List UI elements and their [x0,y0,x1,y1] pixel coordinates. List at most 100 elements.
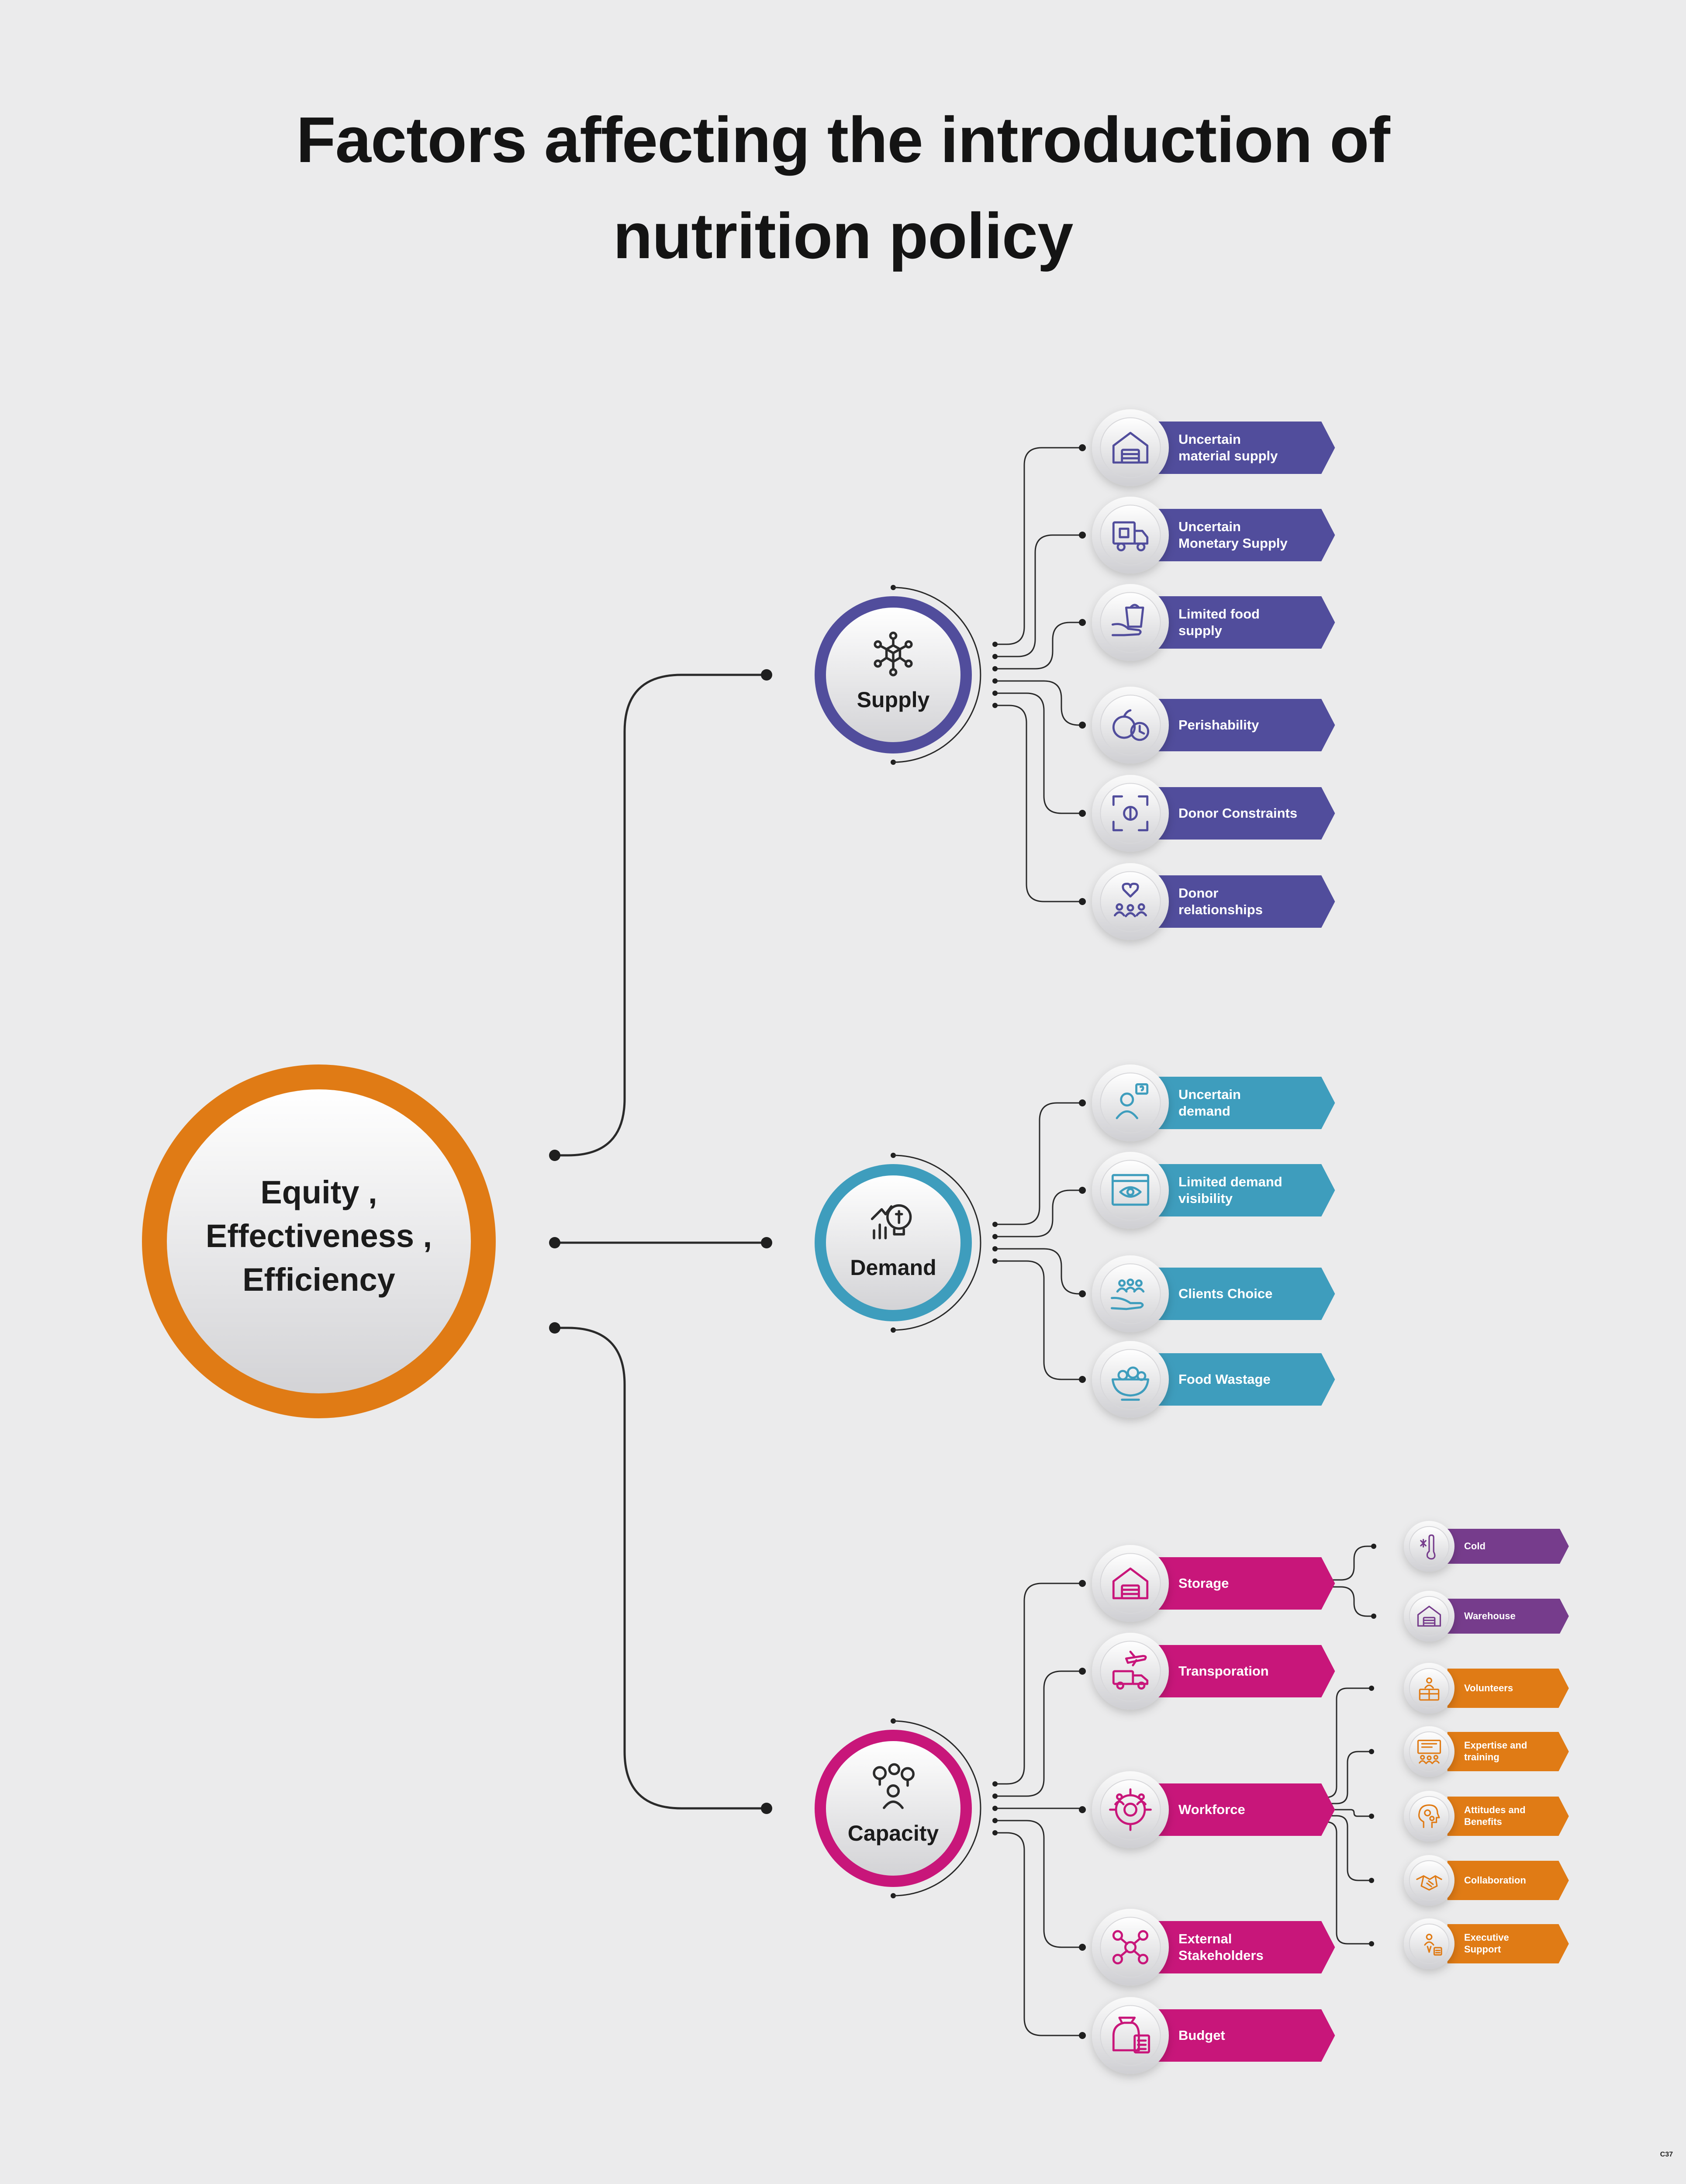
connector-transporation [995,1670,1082,1797]
workforce-connector-end-dot-collaboration [1369,1878,1374,1883]
demand-item-food-wastage-label: Food Wastage [1178,1353,1321,1406]
supply-item-uncertain-material-supply-label-line-1: Uncertain [1178,432,1241,447]
demand-item-clients-choice-label-line-1: Clients Choice [1178,1286,1273,1302]
workforce-sub-collaboration-badge-inner [1409,1860,1450,1901]
connector-start-dot-limited-demand-visibility [992,1234,998,1239]
connector-perishability [995,680,1082,726]
hand-grocery-bag-icon [1111,604,1144,636]
workforce-sub-expertise-and-training-ribbon [1447,1732,1569,1771]
trunk-end-dot-supply [761,669,772,681]
supply-item-donor-relationships-ribbon [1158,875,1335,928]
center-hub-label: Equity , Effectiveness , Efficiency [166,1171,472,1302]
diagram-nodes [142,409,1569,2074]
workforce-sub-executive-support-badge-inner [1409,1923,1450,1964]
center-hub-line-1: Equity , [260,1174,377,1210]
heart-people-icon [1113,882,1147,917]
trunk-start-dot-capacity [549,1322,560,1334]
workforce-sub-collaboration-ribbon [1447,1861,1569,1900]
connector-lines [549,444,1376,2039]
connector-external-stakeholders [995,1820,1082,1948]
workforce-sub-volunteers-label-line-1: Volunteers [1464,1682,1513,1693]
workforce-sub-collaboration-label-line-1: Collaboration [1464,1874,1526,1886]
connector-clients-choice [995,1248,1082,1295]
connector-start-dot-food-wastage [992,1258,998,1264]
connector-uncertain-monetary-supply [995,534,1082,657]
demand-item-clients-choice-ribbon [1158,1268,1335,1320]
handshake-icon [1416,1875,1442,1891]
workforce-sub-volunteers-label: Volunteers [1464,1669,1558,1708]
trunk-line-capacity [555,1327,767,1810]
center-hub-disc [167,1089,471,1393]
capacity-hub-arc [893,1720,981,1897]
capacity-item-budget-label: Budget [1178,2009,1321,2062]
connector-start-dot-limited-food-supply [992,666,998,671]
supply-item-donor-constraints-ribbon [1158,787,1335,840]
supply-item-limited-food-supply-label-line-1: Limited food [1178,606,1260,622]
connector-start-dot-transporation [992,1794,998,1799]
capacity-item-workforce-badge-inner [1100,1779,1161,1840]
demand-item-limited-demand-visibility-label-line-2: visibility [1178,1191,1233,1206]
capacity-item-external-stakeholders-label-line-2: Stakeholders [1178,1948,1264,1963]
page-title-line-2: nutrition policy [613,200,1074,272]
storage-sub-cold-label: Cold [1464,1529,1560,1564]
storage-sub-cold-ribbon [1447,1529,1569,1564]
demand-item-food-wastage-ribbon [1158,1353,1335,1406]
capacity-hub-disc [826,1741,960,1876]
delivery-truck-icon [1112,521,1149,552]
connector-end-dot-uncertain-material-supply [1079,444,1086,451]
demand-hub-label: Demand [850,1255,936,1280]
supply-item-limited-food-supply-badge-inner [1100,592,1161,653]
capacity-item-budget-badge-inner [1100,2005,1161,2066]
workforce-connector-end-dot-volunteers [1369,1686,1374,1691]
connector-end-dot-limited-food-supply [1079,619,1086,626]
connector-storage [995,1583,1082,1785]
bulb-growth-icon [871,1204,912,1240]
connector-end-dot-external-stakeholders [1079,1944,1086,1951]
supply-item-donor-constraints-label-line-1: Donor Constraints [1178,805,1298,821]
supply-item-donor-relationships-label-line-1: Donor [1178,885,1219,901]
person-ideas-icon [873,1763,915,1809]
connector-start-dot-uncertain-demand [992,1222,998,1227]
demand-item-clients-choice-badge-inner [1100,1263,1161,1324]
storage-connector-cold [1306,1545,1374,1581]
connector-start-dot-perishability [992,678,998,684]
workforce-sub-attitudes-and-benefits-label-line-2: Benefits [1464,1816,1502,1827]
supply-item-uncertain-monetary-supply-label-line-1: Uncertain [1178,519,1241,535]
connector-start-dot-budget [992,1830,998,1835]
workforce-connector-collaboration [1306,1815,1372,1881]
trunk-start-dot-demand [549,1237,560,1248]
demand-item-uncertain-demand-ribbon [1158,1077,1335,1129]
capacity-item-workforce-label-line-1: Workforce [1178,1802,1245,1818]
workforce-sub-expertise-and-training-label-line-2: training [1464,1752,1499,1762]
workforce-sub-attitudes-and-benefits-ribbon [1447,1797,1569,1836]
executive-icon [1424,1934,1442,1956]
warehouse-truck-icon [1112,432,1149,464]
connector-food-wastage [995,1260,1082,1380]
connector-start-dot-uncertain-monetary-supply [992,654,998,659]
page-title-line-1: Factors affecting the introduction of [296,104,1390,176]
storage-connector-warehouse [1306,1586,1374,1617]
connector-budget [995,1832,1082,2036]
volunteer-box-icon [1419,1677,1440,1701]
workforce-sub-expertise-and-training-label-line-1: Expertise and [1464,1740,1527,1751]
supply-item-uncertain-monetary-supply-ribbon [1158,509,1335,561]
network-people-icon [1112,1930,1149,1965]
storage-sub-warehouse-badge-inner [1409,1596,1450,1637]
workforce-connector-end-dot-executive-support [1369,1941,1374,1946]
demand-item-uncertain-demand-badge-inner [1100,1072,1161,1133]
capacity-item-external-stakeholders-badge-inner [1100,1917,1161,1978]
supply-item-limited-food-supply-ribbon [1158,596,1335,649]
workforce-sub-executive-support-label-line-2: Support [1464,1944,1501,1955]
workforce-sub-attitudes-and-benefits-label-line-1: Attitudes and [1464,1804,1526,1816]
connector-uncertain-material-supply [995,447,1082,645]
center-hub-line-3: Efficiency [242,1261,395,1298]
